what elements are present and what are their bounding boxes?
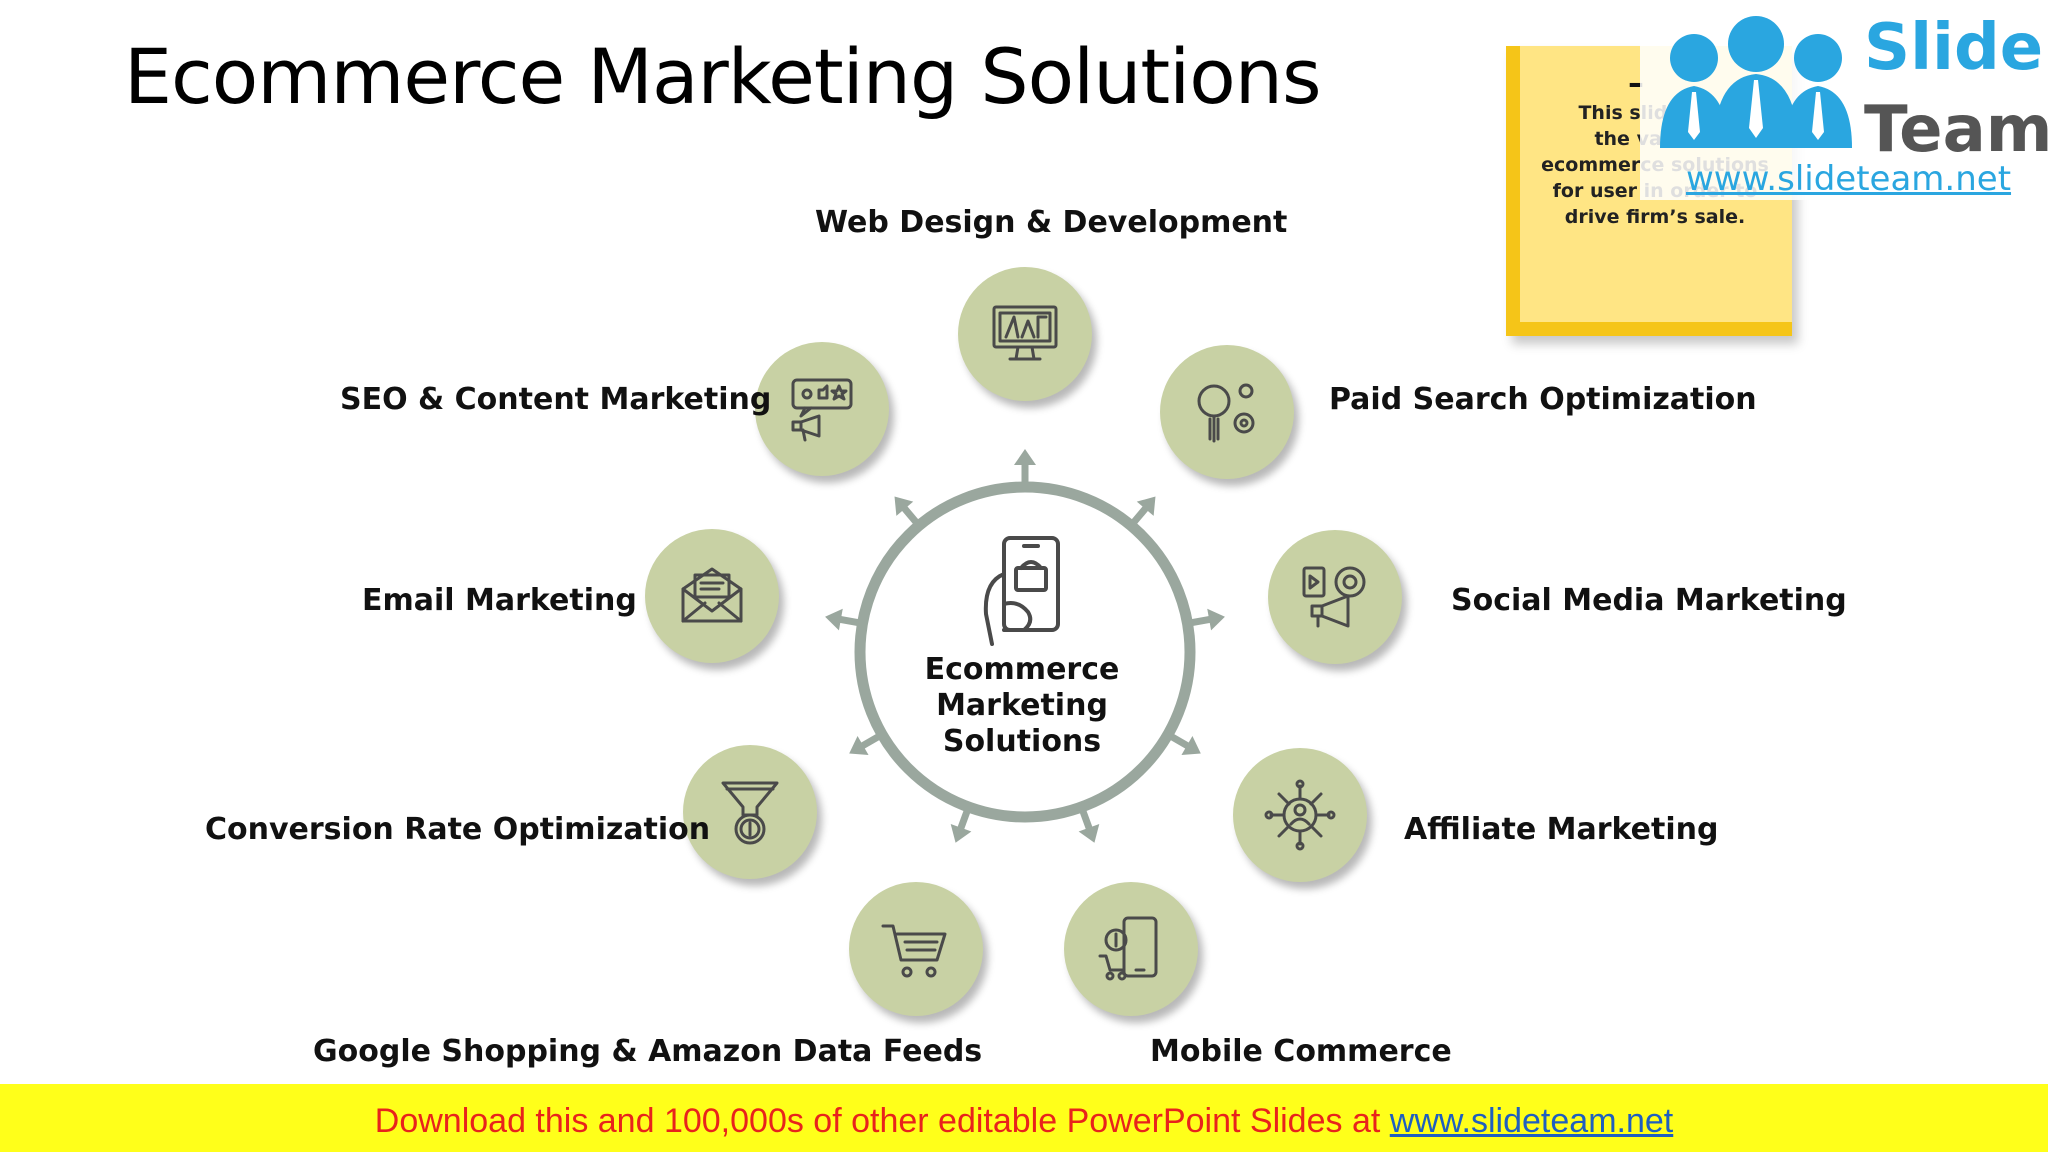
slideteam-logo: Slide Team www.slideteam.net [1640,0,2048,200]
network-user-icon [1264,779,1336,851]
center-line: Ecommerce [924,652,1120,687]
ring-arrow-head [950,823,972,843]
logo-word-team: Team [1864,93,2048,167]
ring-arrow-head [894,496,914,516]
ring-arrow-head [849,735,869,756]
node-mobile-commerce [1064,882,1198,1016]
node-affiliate [1233,748,1367,882]
mobile-payment-icon [1098,916,1158,981]
people-logo-icon [1660,16,1852,148]
ring-arrow-head [1078,823,1100,843]
center-line: Solutions [942,724,1102,759]
label-mobile-commerce: Mobile Commerce [1150,1034,1452,1069]
label-conversion-rate: Conversion Rate Optimization [205,812,711,847]
label-email-marketing: Email Marketing [362,583,637,618]
feedback-megaphone-icon [791,378,853,442]
label-web-design: Web Design & Development [815,205,1288,240]
label-google-shopping: Google Shopping & Amazon Data Feeds [313,1034,983,1069]
label-paid-search: Paid Search Optimization [1329,382,1757,417]
node-google-shopping [849,882,983,1016]
ring-arrow-head [1014,449,1036,465]
envelope-icon [681,567,743,623]
logo-url[interactable]: www.slideteam.net [1686,159,2012,199]
funnel-coin-icon [721,781,779,845]
ring-arrow-head [1207,608,1225,631]
center-line: Marketing [936,688,1108,723]
center-title: Ecommerce Marketing Solutions [912,652,1132,760]
shopping-cart-icon [881,924,947,978]
ring-arrow-head [1181,735,1201,756]
page-title: Ecommerce Marketing Solutions [124,32,1322,121]
node-conversion-rate [683,745,817,879]
node-web-design [958,267,1092,401]
monitor-design-icon [992,305,1058,361]
ring-arrow-head [1136,496,1156,516]
mobile-shopping-icon [983,536,1060,646]
download-banner: Download this and 100,000s of other edit… [0,1084,2048,1152]
ring-arrow-head [825,608,843,631]
ring-circle [854,481,1196,823]
social-megaphone-icon [1302,566,1366,628]
label-seo-content: SEO & Content Marketing [340,382,772,417]
banner-link[interactable]: www.slideteam.net [1389,1102,1674,1140]
node-social-media [1268,530,1402,664]
banner-text: Download this and 100,000s of other edit… [0,1102,2048,1141]
search-gears-icon [1197,383,1255,443]
note-line: drive firm’s sale. [1564,206,1746,228]
node-email-marketing [645,529,779,663]
logo-word-slide: Slide [1864,11,2044,85]
banner-message: Download this and 100,000s of other edit… [374,1102,1390,1140]
node-paid-search [1160,345,1294,479]
node-seo-content [755,342,889,476]
label-social-media: Social Media Marketing [1451,583,1847,618]
label-affiliate: Affiliate Marketing [1404,812,1719,847]
